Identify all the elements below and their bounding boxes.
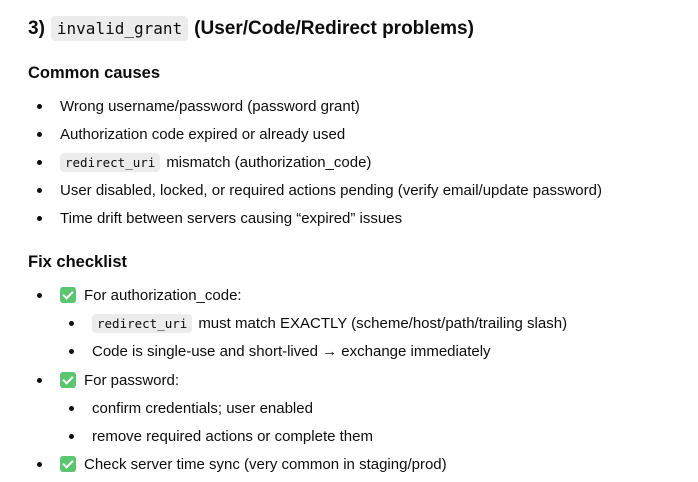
- item-text: confirm credentials; user enabled: [92, 399, 313, 417]
- bullet: [37, 461, 42, 467]
- item-text: mismatch (authorization_code): [166, 153, 372, 171]
- fix-checklist-title: Fix checklist: [28, 253, 128, 271]
- bullet: [37, 131, 42, 137]
- bullet: [69, 405, 74, 411]
- heading-code: invalid_grant: [50, 16, 189, 41]
- bullet: [69, 320, 74, 326]
- check-mark-icon: [60, 456, 76, 472]
- bullet: [37, 377, 42, 383]
- inline-code: redirect_uri: [92, 313, 193, 333]
- item-text: For authorization_code:: [84, 286, 242, 304]
- heading-text: (User/Code/Redirect problems): [194, 17, 474, 39]
- bullet: [69, 348, 74, 354]
- bullet: [37, 103, 42, 109]
- item-text: Code is single-use and short-lived → exc…: [92, 342, 491, 360]
- heading-number: 3): [28, 17, 45, 39]
- item-text: must match EXACTLY (scheme/host/path/tra…: [198, 314, 568, 332]
- bullet: [37, 215, 42, 221]
- item-text: Check server time sync (very common in s…: [84, 455, 447, 473]
- bullet: [69, 433, 74, 439]
- item-text: Authorization code expired or already us…: [60, 125, 346, 143]
- bullet: [37, 292, 42, 298]
- section-heading: 3) invalid_grant (User/Code/Redirect pro…: [28, 16, 474, 41]
- bullet: [37, 159, 42, 165]
- item-text: remove required actions or complete them: [92, 427, 373, 445]
- item-text: User disabled, locked, or required actio…: [60, 181, 602, 199]
- check-mark-icon: [60, 287, 76, 303]
- bullet: [37, 187, 42, 193]
- inline-code: redirect_uri: [60, 152, 161, 172]
- check-mark-icon: [60, 372, 76, 388]
- item-text: For password:: [84, 371, 180, 389]
- item-text: Time drift between servers causing “expi…: [60, 209, 403, 227]
- item-text: Wrong username/password (password grant): [60, 97, 360, 115]
- common-causes-title: Common causes: [28, 64, 161, 82]
